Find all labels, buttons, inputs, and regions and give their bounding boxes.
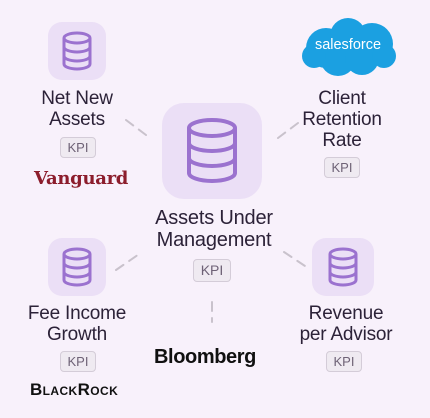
fee-income-growth-label-line: Growth — [46, 324, 108, 345]
blackrock-logo: BlackRock — [30, 380, 118, 400]
database-icon — [187, 118, 237, 183]
blackrock-logo-text: BlackRock — [30, 380, 119, 399]
fee-income-growth-label: Fee Income Growth — [18, 303, 136, 345]
database-icon — [328, 247, 358, 287]
vanguard-logo: Vanguard — [34, 168, 129, 189]
assets-under-management-label: Assets Under Management — [130, 207, 298, 251]
client-retention-rate-kpi-badge: KPI — [324, 157, 360, 178]
salesforce-logo: salesforce — [300, 14, 396, 80]
fee-income-growth-icon-tile — [48, 238, 106, 296]
assets-under-management-label-line: Management — [156, 229, 272, 251]
assets-under-management-label-line: Assets Under — [155, 207, 273, 229]
connector-client-retention — [277, 119, 303, 139]
revenue-per-advisor-label-line: per Advisor — [299, 324, 393, 345]
connector-revenue-advisor — [283, 251, 309, 269]
net-new-assets-label-line: Net New — [41, 88, 113, 109]
net-new-assets-label-line: Assets — [49, 109, 105, 130]
revenue-per-advisor-label: Revenue per Advisor — [284, 303, 408, 345]
database-icon — [62, 247, 92, 287]
client-retention-rate-label-line: Retention — [302, 109, 382, 130]
fee-income-growth-kpi-badge: KPI — [60, 351, 96, 372]
revenue-per-advisor-icon-tile — [312, 238, 374, 296]
fee-income-growth-label-line: Fee Income — [27, 303, 127, 324]
assets-under-management-icon-tile — [162, 103, 262, 199]
salesforce-cloud-icon — [302, 18, 396, 76]
net-new-assets-icon-tile — [48, 22, 106, 80]
client-retention-rate-label-line: Rate — [322, 130, 362, 151]
salesforce-logo-text: salesforce — [314, 37, 382, 53]
connector-fee-income — [115, 251, 143, 271]
bloomberg-logo: Bloomberg — [154, 346, 256, 368]
net-new-assets-kpi-badge: KPI — [60, 137, 96, 158]
assets-under-management-kpi-badge: KPI — [193, 259, 231, 282]
client-retention-rate-label: Client Retention Rate — [286, 88, 398, 151]
client-retention-rate-label-line: Client — [318, 88, 366, 109]
revenue-per-advisor-kpi-badge: KPI — [326, 351, 362, 372]
revenue-per-advisor-label-line: Revenue — [308, 303, 384, 324]
net-new-assets-label: Net New Assets — [20, 88, 134, 130]
database-icon — [62, 31, 92, 71]
connector-net-new-assets — [125, 119, 151, 139]
